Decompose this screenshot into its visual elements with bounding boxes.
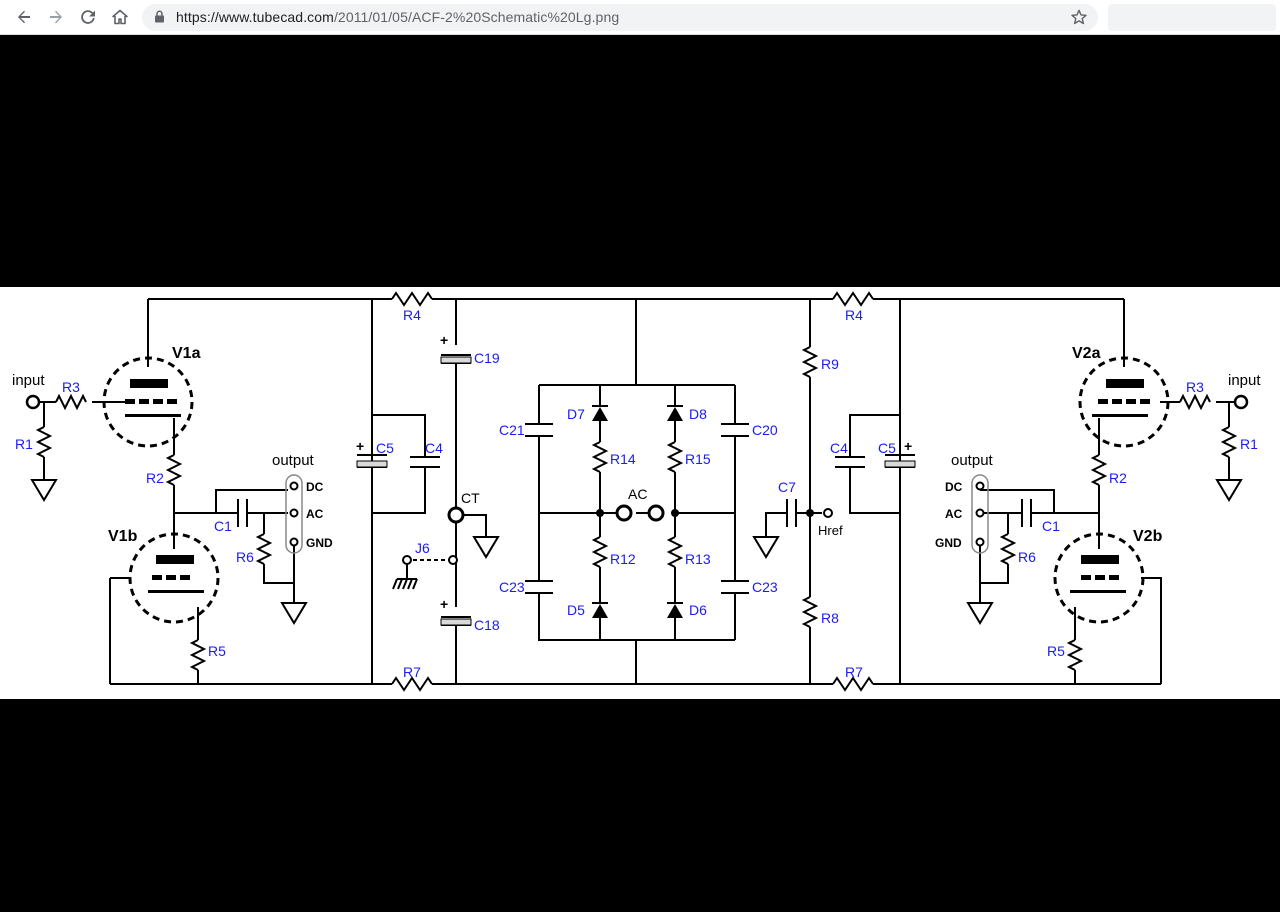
tubes (102, 356, 1170, 624)
label-r6-right: R6 (1018, 549, 1036, 565)
label-r7-left: R7 (403, 664, 421, 680)
label-c1-right: C1 (1042, 518, 1060, 534)
label-c1-left: C1 (214, 518, 232, 534)
svg-text:+: + (440, 332, 448, 348)
label-input-right: input (1228, 372, 1261, 389)
wires (30, 291, 1243, 692)
diodes (592, 405, 683, 618)
image-viewport: + + + + (0, 35, 1280, 912)
label-r3-left: R3 (62, 379, 80, 395)
label-c5-right: C5 (878, 440, 896, 456)
schematic-image: + + + + (0, 287, 1280, 699)
label-dc-right: DC (945, 480, 963, 494)
label-v1b: V1b (108, 528, 138, 545)
label-r15: R15 (685, 451, 711, 467)
schematic-drawing: + + + + (12, 291, 1261, 692)
label-output-left: output (272, 452, 315, 469)
black-labels: input input output output CT AC Href (12, 372, 1261, 538)
svg-text:+: + (356, 438, 364, 454)
label-r1-left: R1 (15, 436, 33, 452)
svg-text:+: + (904, 438, 912, 454)
tube-electrodes (125, 379, 1150, 593)
label-ac-center: AC (628, 486, 647, 502)
label-r8: R8 (821, 610, 839, 626)
label-r13: R13 (685, 551, 711, 567)
label-c19: C19 (474, 350, 500, 366)
label-c20: C20 (752, 422, 778, 438)
label-v2b: V2b (1133, 528, 1163, 545)
label-r5-right: R5 (1047, 643, 1065, 659)
label-r14: R14 (610, 451, 636, 467)
browser-toolbar: https://www.tubecad.com/2011/01/05/ACF-2… (0, 0, 1280, 35)
label-c7: C7 (778, 479, 796, 495)
terminals (25, 394, 1249, 565)
label-dc-left: DC (306, 480, 324, 494)
label-j6: J6 (415, 540, 430, 556)
label-c4-left: C4 (425, 440, 443, 456)
label-v2a: V2a (1072, 345, 1101, 362)
label-r6-left: R6 (236, 549, 254, 565)
label-r9: R9 (821, 356, 839, 372)
label-c5-left: C5 (376, 440, 394, 456)
url-host: https://www.tubecad.com (176, 9, 334, 25)
address-bar[interactable]: https://www.tubecad.com/2011/01/05/ACF-2… (142, 4, 1098, 31)
label-gnd-left: GND (306, 536, 333, 550)
electrolytic-plates (356, 356, 916, 626)
output-tap-labels: DC AC GND DC AC GND (306, 480, 963, 550)
label-c21: C21 (499, 422, 525, 438)
label-r2-left: R2 (146, 470, 164, 486)
label-d5: D5 (567, 602, 585, 618)
home-icon[interactable] (108, 5, 132, 29)
label-v1a: V1a (172, 345, 201, 362)
label-gnd-right: GND (935, 536, 962, 550)
label-ac-right: AC (945, 507, 963, 521)
label-c4-right: C4 (830, 440, 848, 456)
polarity-marks: + + + + (356, 332, 912, 612)
forward-arrow-icon[interactable] (44, 5, 68, 29)
label-r5-left: R5 (208, 643, 226, 659)
label-d7: D7 (567, 406, 585, 422)
extensions-area (1108, 4, 1276, 31)
label-c23-left: C23 (499, 579, 525, 595)
svg-text:+: + (440, 596, 448, 612)
label-r4-left: R4 (403, 307, 421, 323)
label-href: Href (818, 523, 843, 538)
label-ct: CT (461, 490, 480, 506)
lock-icon[interactable] (154, 10, 165, 28)
url-text[interactable]: https://www.tubecad.com/2011/01/05/ACF-2… (176, 9, 619, 25)
label-c18: C18 (474, 617, 500, 633)
label-d8: D8 (689, 406, 707, 422)
label-input-left: input (12, 372, 45, 389)
label-r1-right: R1 (1240, 436, 1258, 452)
label-ac-left: AC (306, 507, 324, 521)
label-d6: D6 (689, 602, 707, 618)
label-r4-right: R4 (845, 307, 863, 323)
label-r7-right: R7 (845, 664, 863, 680)
label-output-right: output (951, 452, 994, 469)
reload-icon[interactable] (76, 5, 100, 29)
url-path: /2011/01/05/ACF-2%20Schematic%20Lg.png (333, 9, 620, 25)
tube-labels: V1a V1b V2a V2b (108, 345, 1163, 545)
component-labels: R3 R1 R2 C1 R6 R5 R4 C5 C4 C19 J6 C18 R7… (15, 307, 1258, 680)
label-r2-right: R2 (1109, 470, 1127, 486)
label-r12: R12 (610, 551, 636, 567)
bookmark-star-icon[interactable] (1070, 8, 1088, 31)
label-c23-right: C23 (752, 579, 778, 595)
label-r3-right: R3 (1186, 379, 1204, 395)
back-arrow-icon[interactable] (12, 5, 36, 29)
